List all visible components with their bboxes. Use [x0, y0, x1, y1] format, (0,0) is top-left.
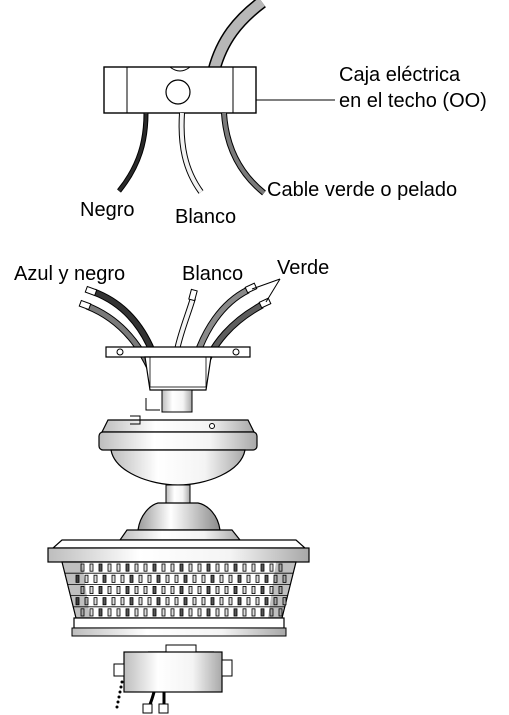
ceiling-junction-box	[103, 0, 335, 196]
pull-chain	[115, 680, 124, 709]
black-wire-label: Negro	[80, 199, 135, 221]
ground-supply-wire	[221, 112, 266, 196]
knockout-hole	[165, 79, 191, 105]
downrod-canopy	[98, 389, 258, 504]
motor-housing	[47, 502, 310, 563]
mounting-bracket	[105, 346, 251, 391]
switch-housing	[113, 644, 233, 714]
junction-box-label-line2: en el techo (OO)	[339, 90, 487, 112]
fan-blue-black-label: Azul y negro	[14, 263, 126, 285]
white-wire-label: Blanco	[175, 206, 237, 228]
junction-box-label-line1: Caja eléctrica	[339, 64, 461, 86]
black-supply-wire	[117, 112, 149, 193]
white-supply-wire	[178, 112, 204, 194]
ground-wire-label: Cable verde o pelado	[267, 179, 458, 201]
woven-basket-shade	[61, 561, 297, 637]
fan-white-label: Blanco	[182, 263, 244, 285]
fan-green-label: Verde	[277, 257, 330, 279]
